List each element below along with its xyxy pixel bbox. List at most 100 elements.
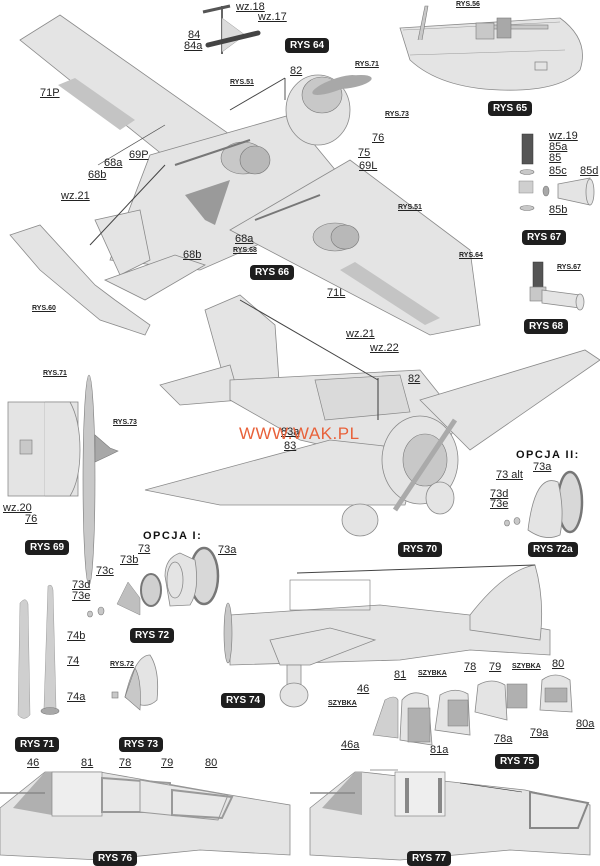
callout-76-69: 76 [25, 513, 38, 525]
callout-rys71: RYS.71 [355, 61, 379, 68]
callout-85a: 85a [549, 141, 568, 153]
callout-85: 85 [549, 152, 562, 164]
callout-rys56: RYS.56 [456, 1, 480, 8]
callout-73a-72a: 73a [533, 461, 552, 473]
callout-79-75: 79 [489, 661, 502, 673]
option-2-heading: OPCJA II: [516, 449, 580, 461]
callout-68a-b: 68a [235, 233, 254, 245]
callout-68b: 68b [88, 169, 107, 181]
rys69-engine-side-view [7, 374, 119, 586]
callout-71l: 71L [327, 287, 346, 299]
figure-badge-rys74: RYS 74 [221, 693, 266, 708]
figure-badge-rys75: RYS 75 [495, 754, 540, 769]
callout-rys68: RYS.68 [233, 247, 257, 254]
callout-82-70: 82 [408, 373, 421, 385]
callout-69p: 69P [129, 149, 149, 161]
rys68-hinge-assembled [529, 261, 585, 311]
callout-80a: 80a [576, 718, 595, 730]
callout-83a: 83a [281, 426, 300, 438]
callout-73c: 73c [96, 565, 114, 577]
callout-szybka-3: SZYBKA [512, 663, 541, 670]
callout-82: 82 [290, 65, 303, 77]
callout-rys71-69: RYS.71 [43, 370, 67, 377]
callout-73d-72: 73d [72, 579, 91, 591]
callout-75: 75 [358, 147, 371, 159]
callout-wz20: wz.20 [3, 502, 32, 514]
callout-46a: 46a [341, 739, 360, 751]
callout-74b: 74b [67, 630, 86, 642]
rys77-canopy-sliding [309, 769, 591, 861]
callout-78-75: 78 [464, 661, 477, 673]
callout-80-75: 80 [552, 658, 565, 670]
callout-81-76: 81 [81, 757, 94, 769]
callout-71p: 71P [40, 87, 60, 99]
figure-badge-rys72: RYS 72 [130, 628, 175, 643]
figure-badge-rys66: RYS 66 [250, 265, 295, 280]
rys71-propeller-blades [17, 584, 60, 719]
callout-84: 84 [188, 29, 201, 41]
callout-rys64: RYS.64 [459, 252, 483, 259]
callout-80-76: 80 [205, 757, 218, 769]
rys67-hinge-parts [518, 133, 595, 211]
rys72-spinner-option-1 [87, 546, 220, 618]
callout-81-75: 81 [394, 669, 407, 681]
rys72a-spinner-option-2 [504, 470, 584, 538]
figure-badge-rys72a: RYS 72a [528, 542, 578, 557]
rys75-canopy-frames [372, 674, 573, 746]
callout-83: 83 [284, 440, 297, 452]
rys74-aircraft-side-view [223, 564, 551, 708]
callout-wz22: wz.22 [370, 342, 399, 354]
callout-73alt: 73 alt [496, 469, 523, 481]
callout-81a: 81a [430, 744, 449, 756]
callout-73e-72: 73e [72, 590, 91, 602]
callout-wz21-70: wz.21 [346, 328, 375, 340]
callout-78a: 78a [494, 733, 513, 745]
callout-szybka-1: SZYBKA [328, 700, 357, 707]
figure-badge-rys64: RYS 64 [285, 38, 330, 53]
figure-badge-rys65: RYS 65 [488, 101, 533, 116]
callout-78-76: 78 [119, 757, 132, 769]
callout-wz17: wz.17 [258, 11, 287, 23]
callout-74a: 74a [67, 691, 86, 703]
figure-badge-rys68: RYS 68 [524, 319, 569, 334]
callout-rys72: RYS.72 [110, 661, 134, 668]
rys73-spinner-assembled [111, 654, 159, 711]
option-1-heading: OPCJA I: [143, 530, 203, 542]
figure-badge-rys76: RYS 76 [93, 851, 138, 866]
rys76-canopy-assembled [0, 771, 291, 861]
callout-79-76: 79 [161, 757, 174, 769]
callout-79a: 79a [530, 727, 549, 739]
callout-wz19: wz.19 [549, 130, 578, 142]
callout-69l: 69L [359, 160, 378, 172]
callout-85c: 85c [549, 165, 567, 177]
callout-wz18: wz.18 [236, 1, 265, 13]
rys66-top-view-aircraft [9, 14, 481, 336]
rys65-cockpit-detail [399, 5, 583, 91]
rys70-aircraft-3q-view [144, 294, 600, 537]
callout-73e-72a: 73e [490, 498, 509, 510]
callout-rys67: RYS.67 [557, 264, 581, 271]
callout-74: 74 [67, 655, 80, 667]
callout-85b: 85b [549, 204, 568, 216]
callout-szybka-2: SZYBKA [418, 670, 447, 677]
callout-46-76: 46 [27, 757, 40, 769]
rys64-mast-part [202, 4, 261, 54]
callout-73a-72: 73a [218, 544, 237, 556]
figure-badge-rys69: RYS 69 [25, 540, 70, 555]
callout-68a: 68a [104, 157, 123, 169]
callout-76: 76 [372, 132, 385, 144]
callout-rys73: RYS.73 [385, 111, 409, 118]
callout-68b-b: 68b [183, 249, 202, 261]
callout-rys51-b: RYS.51 [398, 204, 422, 211]
callout-rys73-69: RYS.73 [113, 419, 137, 426]
figure-badge-rys71: RYS 71 [15, 737, 60, 752]
callout-46-75: 46 [357, 683, 370, 695]
callout-rys51-a: RYS.51 [230, 79, 254, 86]
callout-73b: 73b [120, 554, 139, 566]
figure-badge-rys70: RYS 70 [398, 542, 443, 557]
figure-badge-rys67: RYS 67 [522, 230, 567, 245]
callout-73d-72a: 73d [490, 488, 509, 500]
figure-badge-rys73: RYS 73 [119, 737, 164, 752]
